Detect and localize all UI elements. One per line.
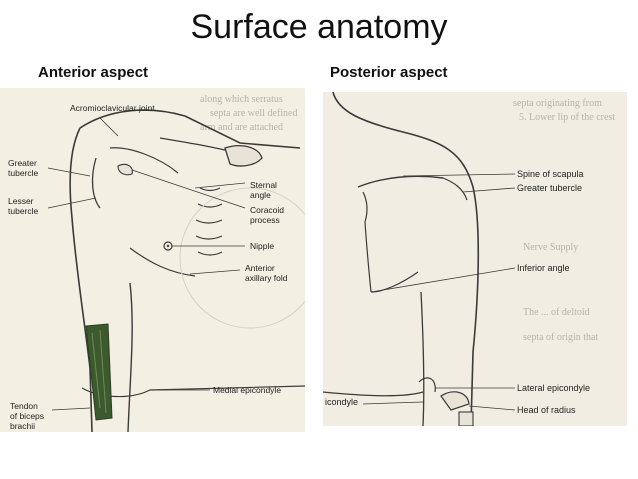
label-coracoid-process: Coracoid process <box>250 205 284 225</box>
anterior-drawing <box>47 109 305 432</box>
posterior-heading: Posterior aspect <box>330 64 448 81</box>
label-line: angle <box>250 190 271 200</box>
label-inferior-angle: Inferior angle <box>517 263 570 273</box>
bleed-through-text: along which serratus <box>200 94 283 105</box>
label-line: Coracoid <box>250 205 285 215</box>
bleed-through-text: Nerve Supply <box>523 242 579 253</box>
label-line: axillary fold <box>245 273 288 283</box>
label-medial-epicondyle: Medial epicondyle <box>213 385 282 395</box>
label-lateral-epicondyle: Lateral epicondyle <box>517 383 591 393</box>
bleed-through-text: septa originating from <box>513 98 602 109</box>
bleed-through-text: 5. Lower lip of the crest <box>519 112 616 123</box>
label-anterior-axillary-fold: Anterior axillary fold <box>245 263 288 283</box>
anterior-figure: along which serratus septa are well defi… <box>0 88 305 432</box>
label-line: tubercle <box>8 206 39 216</box>
bleed-through-text: septa are well defined <box>210 108 298 119</box>
label-line: Lesser <box>8 196 34 206</box>
posterior-figure: septa originating from 5. Lower lip of t… <box>323 92 627 426</box>
label-tendon-of-biceps: Tendon of biceps brachii <box>10 401 44 431</box>
biceps-tendon <box>85 323 113 421</box>
bleed-through-text: The ... of deltoid <box>523 307 590 318</box>
label-lesser-tubercle: Lesser tubercle <box>8 196 38 216</box>
label-line: Anterior <box>245 263 275 273</box>
label-line: process <box>250 215 280 225</box>
label-head-of-radius: Head of radius <box>517 405 576 415</box>
bleed-through-text: arm and are attached <box>200 122 284 133</box>
label-spine-of-scapula: Spine of scapula <box>517 169 584 179</box>
slide-title: Surface anatomy <box>190 8 448 46</box>
label-acromioclavicular-joint: Acromioclavicular joint <box>70 103 155 113</box>
label-line: brachii <box>10 421 36 431</box>
label-line: of biceps <box>10 411 45 421</box>
label-epicondyle-cut: icondyle <box>325 397 359 407</box>
label-line: tubercle <box>8 168 39 178</box>
label-nipple: Nipple <box>250 241 275 251</box>
bleed-through-text: septa of origin that <box>523 332 599 343</box>
posterior-drawing <box>323 92 516 426</box>
anterior-heading: Anterior aspect <box>38 64 149 81</box>
label-line: Tendon <box>10 401 38 411</box>
label-greater-tubercle-posterior: Greater tubercle <box>517 183 583 193</box>
label-greater-tubercle: Greater tubercle <box>8 158 38 178</box>
label-line: Sternal <box>250 180 277 190</box>
label-sternal-angle: Sternal angle <box>250 180 277 200</box>
label-line: Greater <box>8 158 37 168</box>
